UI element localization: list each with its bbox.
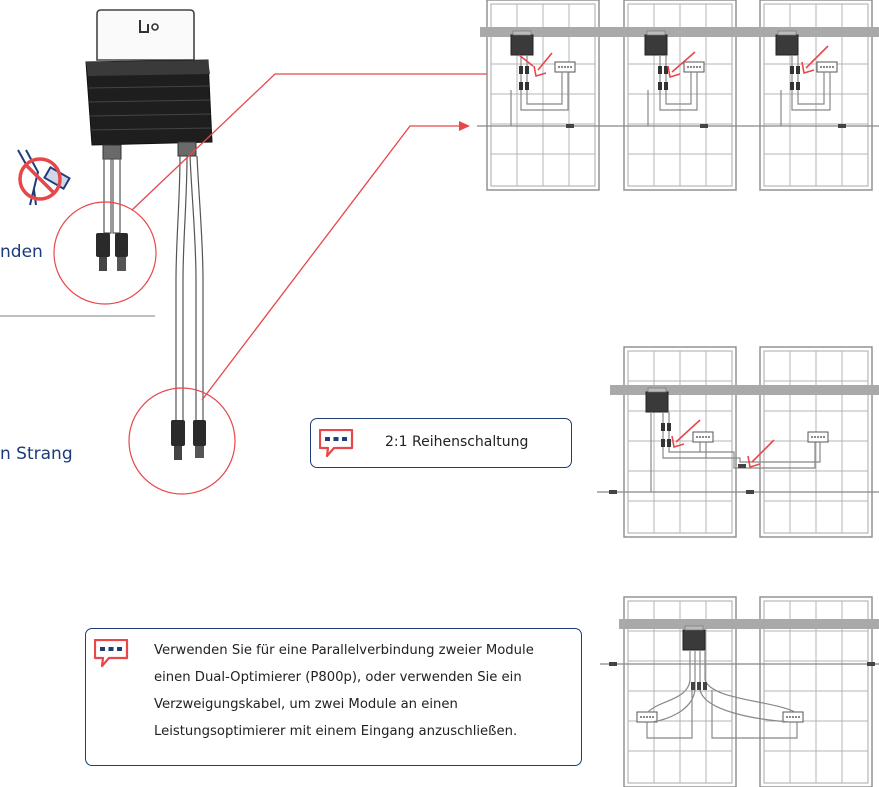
no-crimp-tool-icon	[17, 149, 71, 206]
panel-row-series	[597, 346, 879, 538]
series-callout-text: 2:1 Reihenschaltung	[385, 434, 529, 450]
comment-icon	[94, 639, 129, 668]
comment-icon	[319, 429, 354, 458]
string-label: n Strang	[0, 444, 73, 464]
parallel-callout-text: Verwenden Sie für eine Parallelverbindun…	[154, 637, 534, 745]
parallel-callout-line: Verzweigungskabel, um zwei Module an ein…	[154, 697, 458, 712]
input-connector-highlight	[53, 201, 157, 305]
parallel-callout-line: einen Dual-Optimierer (P800p), oder verw…	[154, 670, 522, 685]
parallel-callout-line: Verwenden Sie für eine Parallelverbindun…	[154, 643, 534, 658]
optimizer-illustration	[85, 9, 213, 460]
panel-row-parallel	[600, 596, 879, 787]
parallel-callout-line: Leistungsoptimierer mit einem Eingang an…	[154, 724, 518, 739]
output-connector-highlight	[128, 387, 236, 495]
series-callout: 2:1 Reihenschaltung	[310, 418, 572, 468]
panel-row-top	[477, 0, 879, 191]
connect-label: nden	[0, 242, 43, 262]
parallel-callout: Verwenden Sie für eine Parallelverbindun…	[85, 628, 582, 766]
